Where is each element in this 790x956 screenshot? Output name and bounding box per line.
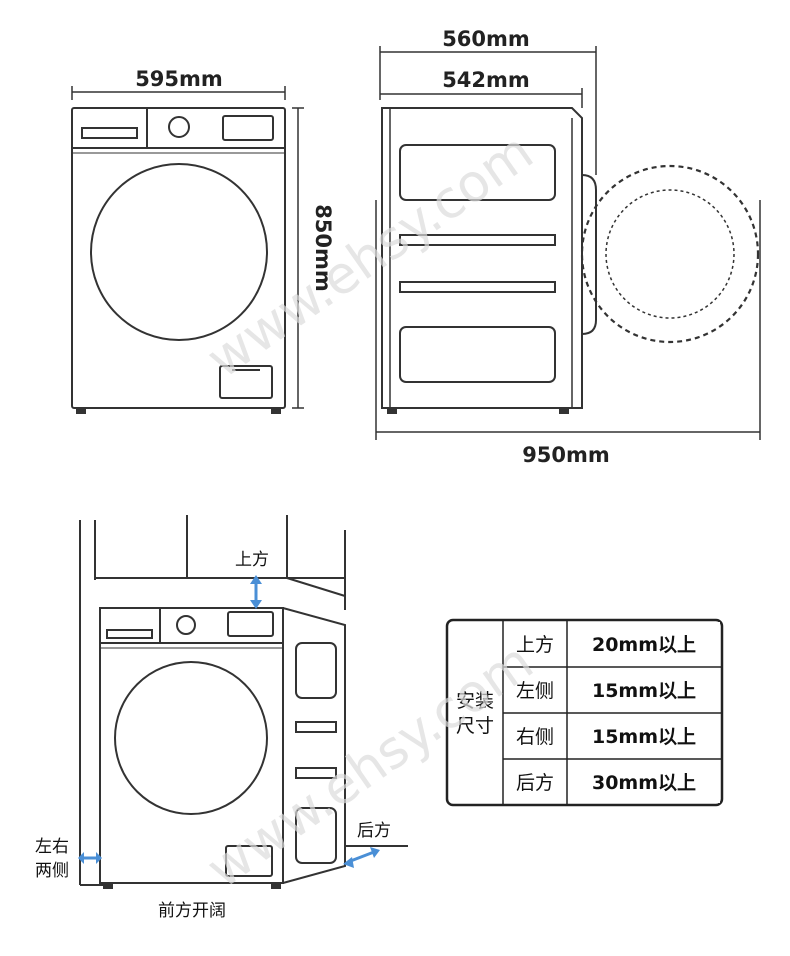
table-row-position: 右侧 bbox=[516, 726, 554, 748]
back-clearance-label: 后方 bbox=[357, 821, 391, 841]
depth-dimensions bbox=[375, 46, 761, 440]
table-row-position: 上方 bbox=[516, 634, 554, 656]
sides-clearance-label-2: 两侧 bbox=[35, 861, 69, 881]
machine-side bbox=[100, 607, 346, 884]
side-panel-top bbox=[399, 144, 556, 201]
machine-display bbox=[227, 611, 274, 637]
clearance-arrows bbox=[78, 575, 380, 868]
front-body bbox=[71, 107, 286, 409]
installation-view bbox=[79, 515, 408, 889]
watermark-top: www.ehsy.com bbox=[196, 122, 544, 390]
machine-filter bbox=[225, 845, 273, 877]
table-row-value: 20mm以上 bbox=[592, 634, 696, 656]
depth-body-label: 542mm bbox=[442, 68, 530, 92]
side-rib-2 bbox=[399, 281, 556, 293]
table-row-value: 15mm以上 bbox=[592, 680, 696, 702]
side-rib-1 bbox=[399, 234, 556, 246]
detergent-drawer bbox=[81, 127, 138, 139]
top-clearance-label: 上方 bbox=[235, 550, 269, 570]
table-row-position: 后方 bbox=[516, 772, 554, 794]
width-dimension bbox=[71, 86, 286, 100]
width-label: 595mm bbox=[135, 67, 223, 91]
front-view bbox=[71, 107, 286, 414]
table-row-value: 30mm以上 bbox=[592, 772, 696, 794]
side-body bbox=[381, 107, 583, 409]
height-label: 850mm bbox=[311, 204, 335, 292]
front-clearance-label: 前方开阔 bbox=[158, 901, 226, 921]
table-header-line1: 安装 bbox=[456, 690, 494, 712]
machine-door bbox=[114, 661, 268, 815]
height-dimension bbox=[292, 107, 304, 409]
control-knob bbox=[168, 116, 190, 138]
table-row-value: 15mm以上 bbox=[592, 726, 696, 748]
front-door bbox=[90, 163, 268, 341]
door-profile bbox=[581, 174, 597, 335]
machine-knob bbox=[176, 615, 196, 635]
table-header-line2: 尺寸 bbox=[456, 715, 494, 737]
depth-open-label: 950mm bbox=[522, 443, 610, 467]
side-view bbox=[381, 107, 597, 414]
clearance-table bbox=[445, 618, 724, 807]
display-panel bbox=[222, 115, 274, 141]
side-panel-bottom bbox=[399, 326, 556, 383]
table-row-position: 左侧 bbox=[516, 680, 554, 702]
filter-cover bbox=[219, 365, 273, 399]
depth-total-label: 560mm bbox=[442, 27, 530, 51]
sides-clearance-label-1: 左右 bbox=[35, 837, 69, 857]
open-door-outline bbox=[580, 164, 760, 344]
machine-drawer bbox=[106, 629, 153, 639]
